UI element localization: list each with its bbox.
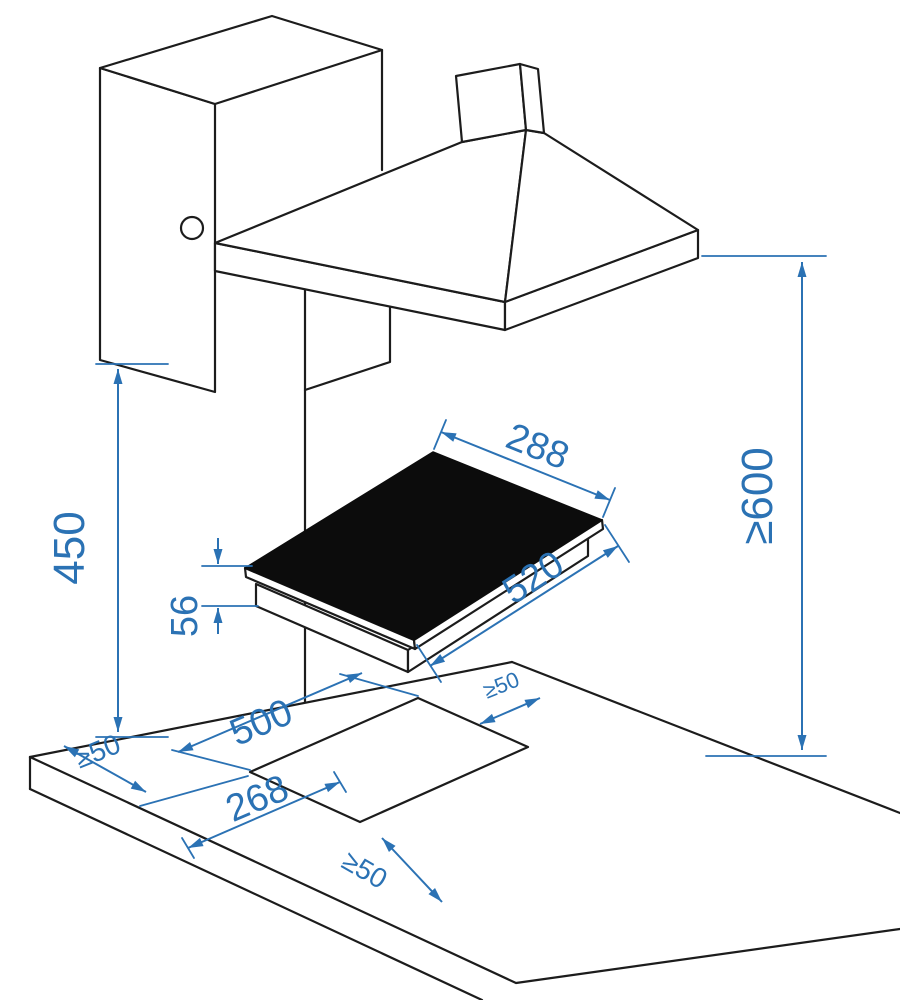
extension-line <box>139 775 249 807</box>
dim-label-500: 500 <box>224 691 299 754</box>
extension-line <box>602 487 616 518</box>
worktop-front-edge <box>28 755 900 985</box>
dimension-cabinet-to-worktop: 450 <box>45 363 169 738</box>
dimension-line <box>187 781 341 849</box>
dimension-hob-height: 56 <box>164 538 259 637</box>
dimension-clearance-right: ≥50 <box>479 667 541 725</box>
dim-label-600: ≥600 <box>733 447 782 545</box>
dimension-line <box>429 545 619 667</box>
worktop-front-face-bottom <box>28 787 484 1000</box>
dim-label-56: 56 <box>164 595 206 637</box>
dim-label-clearance-right: ≥50 <box>480 667 523 704</box>
extension-line <box>171 749 251 771</box>
chimney-hood <box>213 62 700 332</box>
hood-duct-right-face <box>518 62 546 135</box>
worktop-right-edge <box>510 660 900 815</box>
dim-label-450: 450 <box>45 511 94 584</box>
dimension-line <box>63 745 147 793</box>
dim-label-288: 288 <box>500 416 575 479</box>
dimension-clearance-front: ≥50 <box>337 837 443 903</box>
extension-line <box>416 644 442 683</box>
wall-cabinet <box>98 14 384 394</box>
dimension-line <box>479 697 541 725</box>
hood-duct-front-face <box>454 62 528 144</box>
dim-label-clearance-front: ≥50 <box>337 845 393 895</box>
worktop <box>28 660 900 1000</box>
dimension-line <box>440 431 611 501</box>
dimension-hood-clearance: ≥600 <box>701 255 827 757</box>
dimension-line <box>177 672 363 753</box>
extension-line <box>433 419 447 450</box>
cabinet-knob <box>179 215 205 241</box>
extension-line <box>604 524 630 563</box>
dim-label-clearance-back: ≥50 <box>70 728 125 774</box>
dimension-line <box>381 837 443 903</box>
